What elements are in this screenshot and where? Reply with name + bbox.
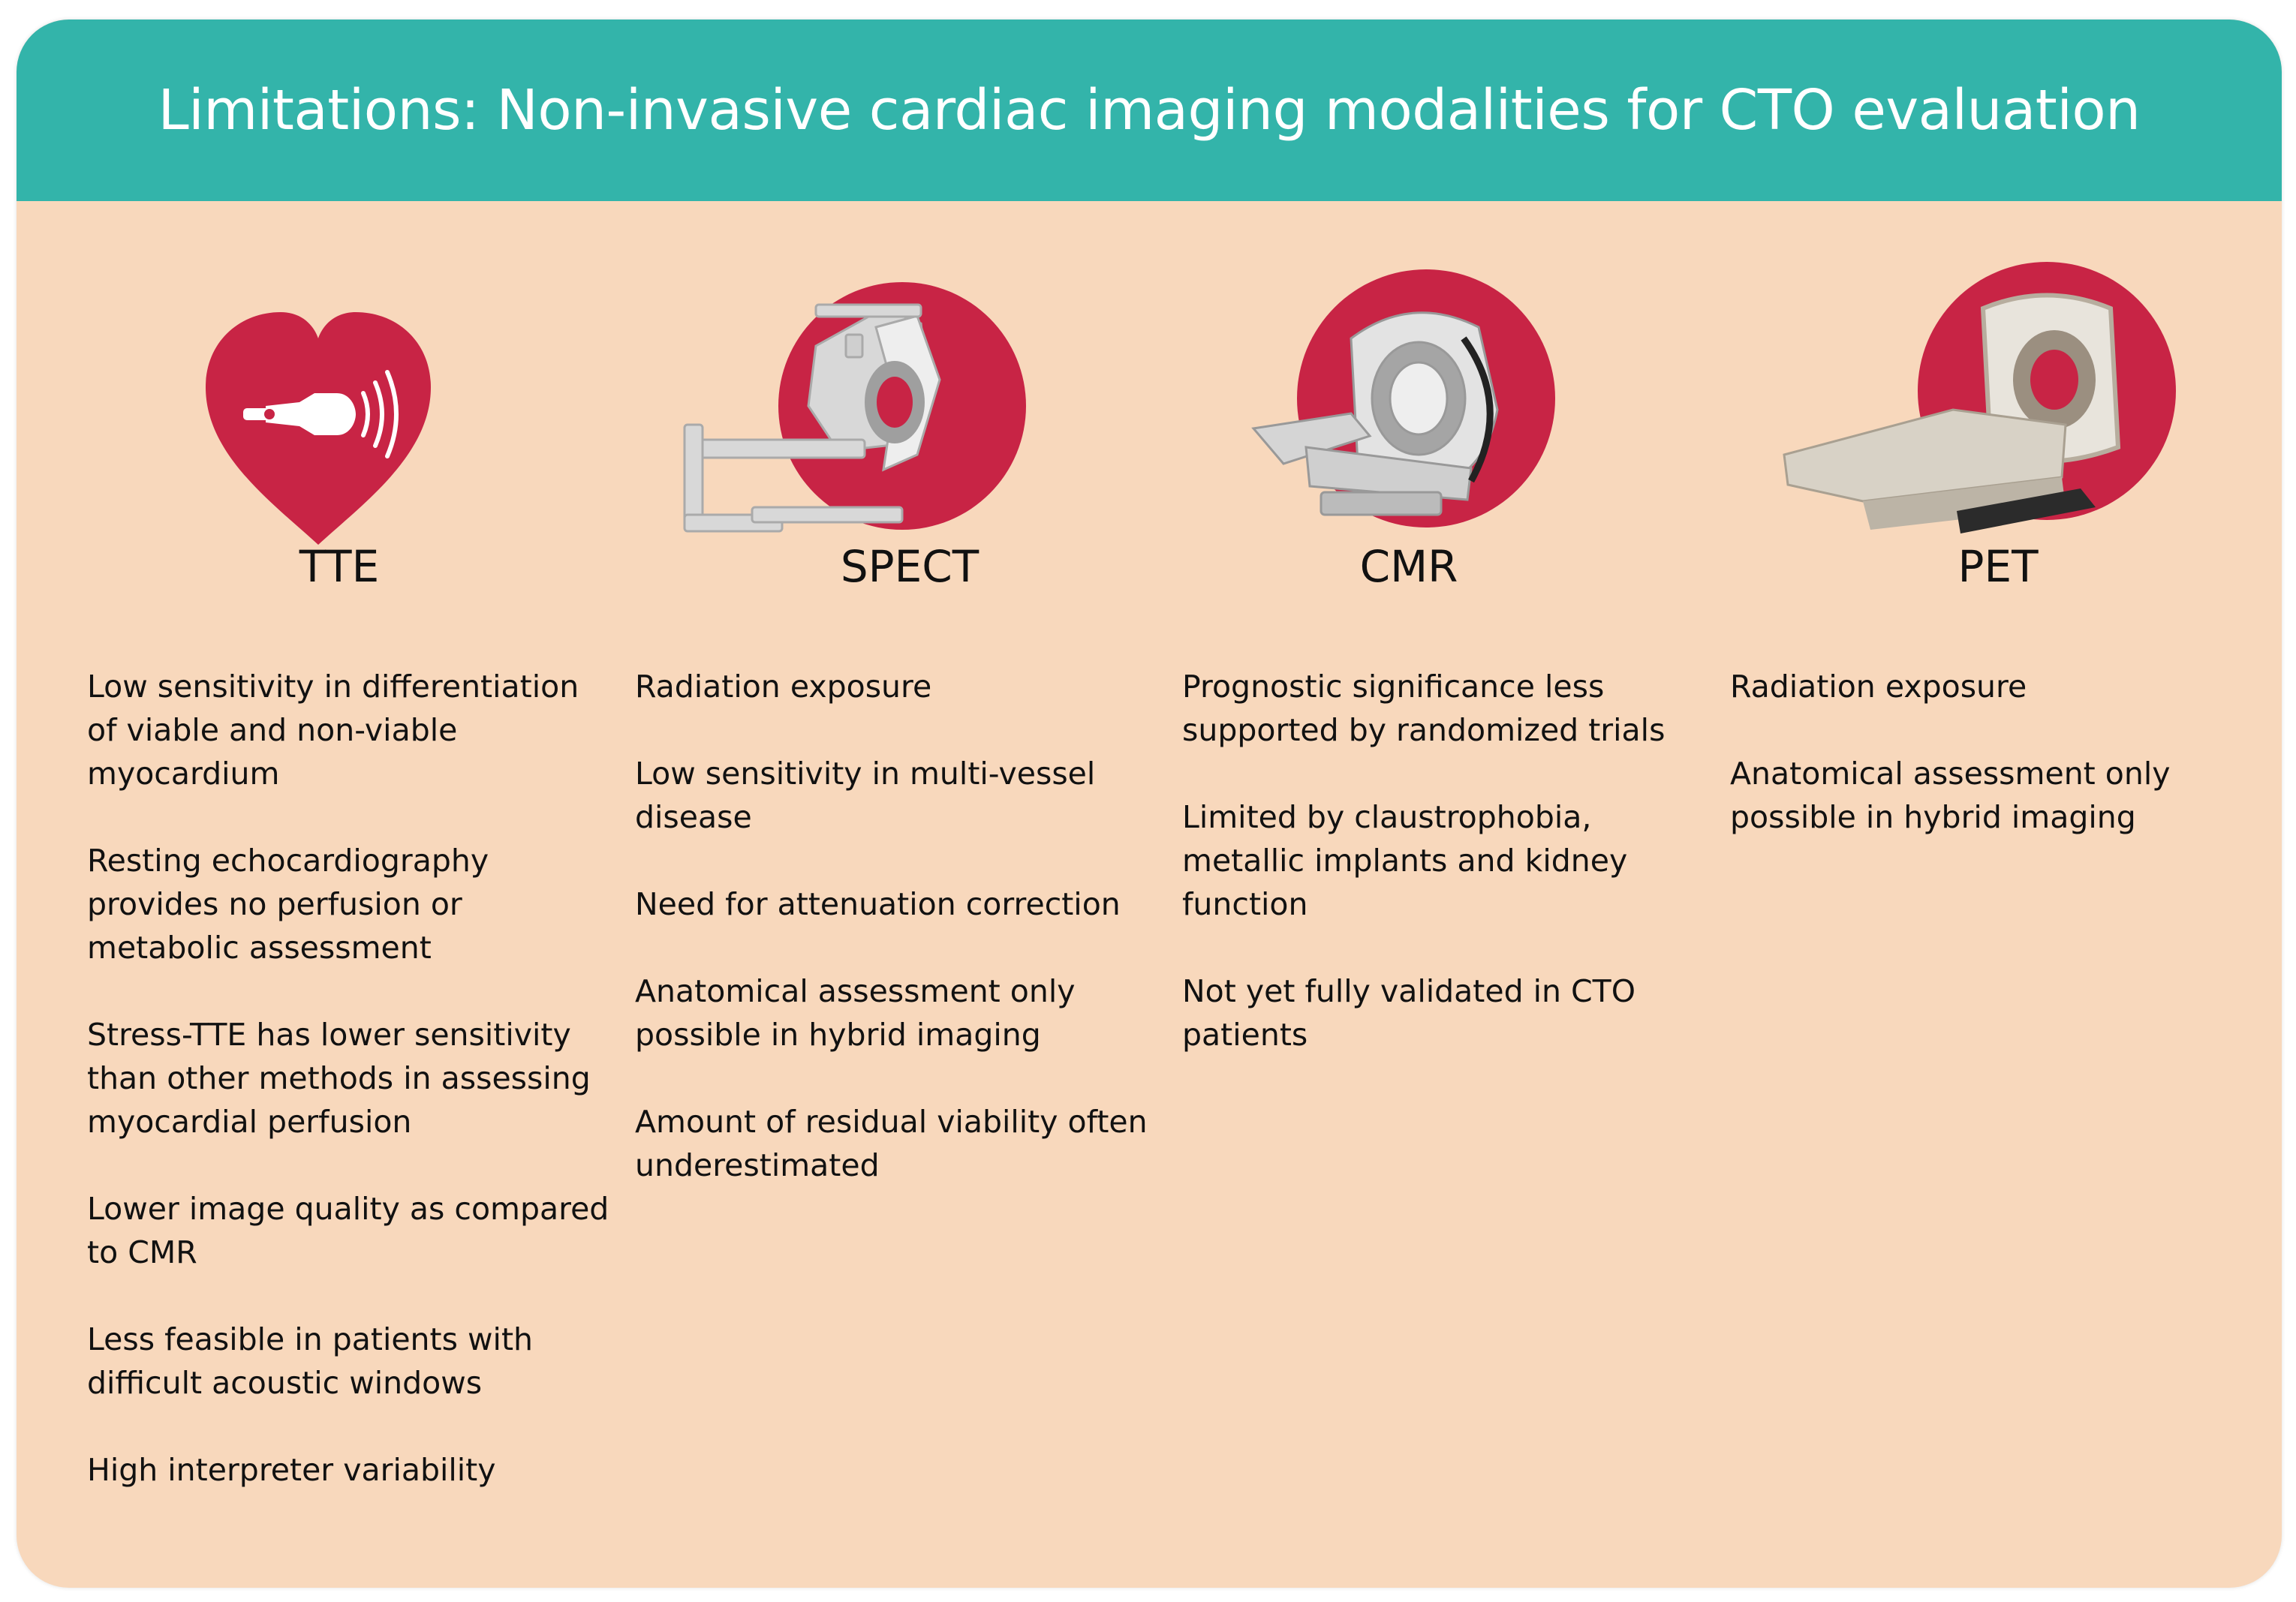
list-item: High interpreter variability: [87, 1452, 496, 1488]
column-cmr: Prognostic significance less supported b…: [1182, 665, 1708, 1100]
heart-ultrasound-icon: [206, 312, 431, 545]
column-pet: Radiation exposure Anatomical assessment…: [1730, 665, 2255, 882]
list-item: Not yet fully validated in CTO patients: [1182, 973, 1635, 1053]
column-title-tte: TTE: [299, 541, 380, 592]
list-item: Radiation exposure: [635, 669, 932, 705]
page-title: Limitations: Non-invasive cardiac imagin…: [158, 78, 2141, 143]
list-item: Anatomical assessment only possible in h…: [1730, 756, 2171, 835]
list-item: Radiation exposure: [1730, 669, 2027, 705]
column-title-spect: SPECT: [840, 541, 979, 592]
list-item: Prognostic significance less supported b…: [1182, 669, 1666, 748]
list-item: Less feasible in patients with difficult…: [87, 1321, 533, 1401]
list-item: Lower image quality as compared to CMR: [87, 1191, 609, 1270]
list-item: Amount of residual viability often under…: [635, 1104, 1148, 1183]
list-item: Anatomical assessment only possible in h…: [635, 973, 1076, 1053]
list-item: Low sensitivity in differentiation of vi…: [87, 669, 579, 792]
list-item: Resting echocardiography provides no per…: [87, 843, 489, 966]
column-tte: Low sensitivity in differentiation of vi…: [87, 665, 612, 1535]
column-spect: Radiation exposure Low sensitivity in mu…: [635, 665, 1160, 1231]
list-item: Need for attenuation correction: [635, 886, 1121, 922]
list-item: Low sensitivity in multi-vessel disease: [635, 756, 1096, 835]
column-title-pet: PET: [1957, 541, 2039, 592]
header-banner: Limitations: Non-invasive cardiac imagin…: [17, 20, 2282, 201]
pet-scanner-icon: [1783, 262, 2176, 533]
card: Limitations: Non-invasive cardiac imagin…: [17, 20, 2282, 1588]
column-title-cmr: CMR: [1359, 541, 1458, 592]
list-item: Limited by claustrophobia, metallic impl…: [1182, 799, 1628, 922]
mri-scanner-icon: [1251, 269, 1555, 527]
list-item: Stress-TTE has lower sensitivity than ot…: [87, 1017, 591, 1140]
spect-scanner-icon: [683, 282, 1026, 533]
